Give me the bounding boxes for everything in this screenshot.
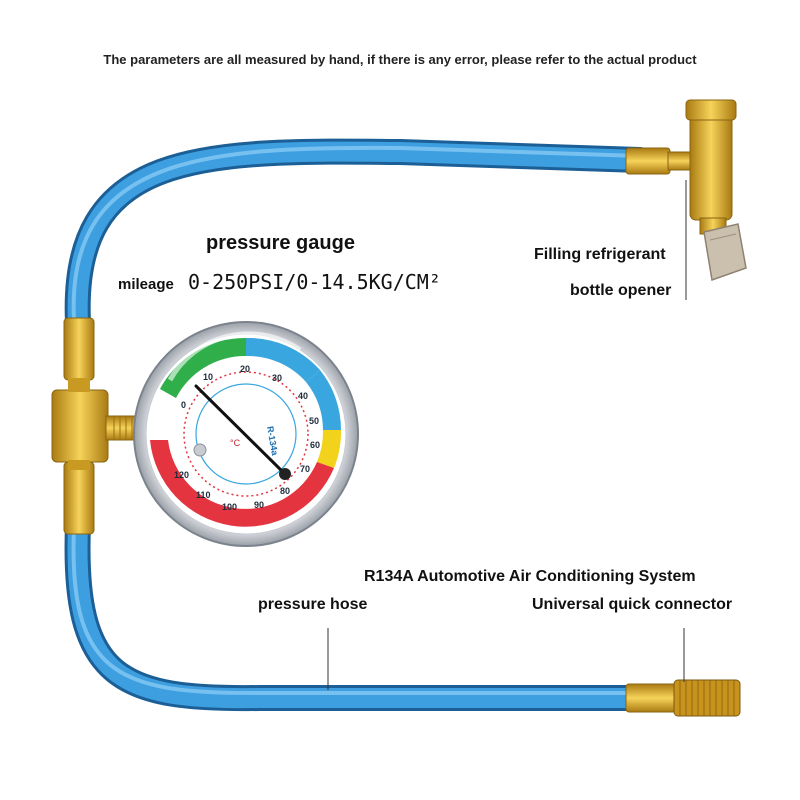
scale-110: 110 (196, 490, 211, 500)
scale-80: 80 (280, 486, 290, 496)
system-label-line1: R134A Automotive Air Conditioning System (364, 568, 696, 585)
system-label-line2: Universal quick connector (532, 596, 733, 613)
scale-100: 100 (222, 502, 237, 512)
mileage-prefix: mileage (118, 276, 174, 293)
scale-90: 90 (254, 500, 264, 510)
filling-valve (625, 99, 747, 282)
scale-120: 120 (174, 470, 189, 480)
gauge-title: pressure gauge (206, 232, 355, 254)
gauge-unit-c: °C (230, 438, 241, 448)
mileage-range: 0-250PSI/0-14.5KG/CM² (188, 270, 441, 294)
t-connector (51, 317, 141, 535)
upper-hose (64, 138, 653, 335)
scale-0: 0 (181, 400, 186, 410)
scale-40: 40 (298, 391, 308, 401)
filling-label-line2: bottle opener (570, 282, 672, 299)
scale-30: 30 (272, 373, 282, 383)
lower-hose (64, 512, 653, 712)
pressure-gauge (133, 321, 359, 547)
hose-label: pressure hose (258, 596, 368, 613)
measurement-notice: The parameters are all measured by hand,… (103, 52, 697, 67)
gauge-scale: 0 10 20 30 40 50 60 70 80 90 100 110 120 (174, 364, 320, 512)
scale-70: 70 (300, 464, 310, 474)
filling-label-line1: Filling refrigerant (534, 246, 666, 263)
scale-20: 20 (240, 364, 250, 374)
scale-50: 50 (309, 416, 319, 426)
quick-connector (625, 679, 741, 717)
scale-10: 10 (203, 372, 213, 382)
scale-60: 60 (310, 440, 320, 450)
